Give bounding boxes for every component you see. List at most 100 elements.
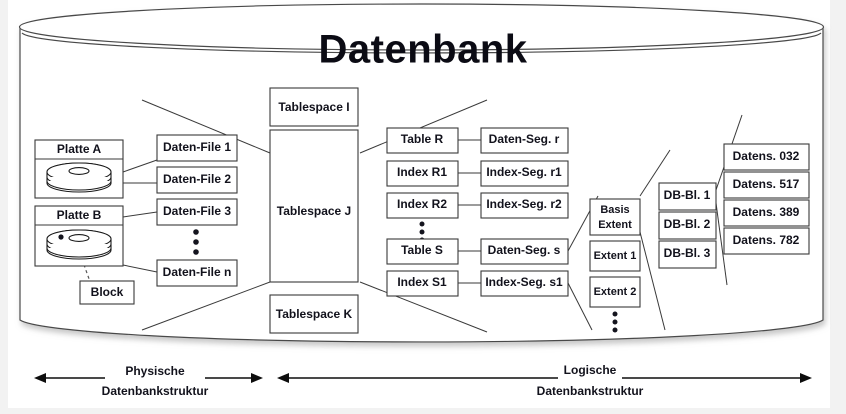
connector-funnel-top-right: [359, 99, 488, 154]
index-r2-frame: [386, 192, 459, 219]
connector-extent-dbbl-bottom: [639, 231, 666, 331]
table-s-frame: [386, 238, 459, 265]
logical-object-item[interactable]: Table R: [386, 127, 459, 154]
axis-logical: Logische Datenbankstruktur: [277, 363, 812, 398]
axis-physical: Physische Datenbankstruktur: [34, 364, 263, 398]
data-file-item[interactable]: Daten-File n: [156, 259, 238, 287]
table-r-label: Table R: [401, 132, 444, 146]
daten-file-2-label: Daten-File 2: [163, 172, 231, 186]
extent-2-label: Extent 2: [594, 286, 637, 298]
db-block-item[interactable]: DB-Bl. 1: [658, 182, 717, 211]
datens-782-label: Datens. 782: [733, 233, 800, 247]
daten-seg-s-label: Daten-Seg. s: [488, 243, 561, 257]
axis-logical-arrow-left: [277, 373, 289, 383]
disk-stack-icon: [46, 229, 112, 260]
db-bl-3-label: DB-Bl. 3: [664, 246, 711, 260]
logical-object-item[interactable]: Index R2: [386, 192, 459, 219]
data-file-item[interactable]: Daten-File 1: [156, 134, 238, 162]
daten-file-1-frame: [156, 134, 238, 162]
axis-physical-label-line2: Datenbankstruktur: [102, 384, 209, 398]
axis-physical-arrow-left: [34, 373, 46, 383]
record-item[interactable]: Datens. 782: [723, 227, 810, 255]
tablespace-item[interactable]: Tablespace K: [269, 294, 359, 334]
extent-item[interactable]: Basis Extent: [589, 198, 641, 236]
logical-object-item[interactable]: Index R1: [386, 160, 459, 187]
segment-item[interactable]: Daten-Seg. r: [480, 127, 569, 154]
tablespace-k-label: Tablespace K: [276, 307, 353, 321]
segment-item[interactable]: Index-Seg. r2: [480, 192, 569, 219]
datens-782-frame: [723, 227, 810, 255]
data-file-item[interactable]: Daten-File 2: [156, 166, 238, 194]
record-item[interactable]: Datens. 517: [723, 171, 810, 199]
cylinder-top-ellipse: [18, 3, 825, 51]
segment-item[interactable]: Daten-Seg. s: [480, 238, 569, 265]
record-item[interactable]: Datens. 032: [723, 143, 810, 171]
extent-1-label: Extent 1: [594, 250, 637, 262]
data-file-vertical-ellipsis-icon: [193, 229, 199, 255]
connector-platte-b-file3: [122, 211, 158, 218]
block-marker-dot: [58, 234, 64, 240]
disk-platte-a[interactable]: Platte A: [34, 139, 124, 199]
segment-item[interactable]: Index-Seg. r1: [480, 160, 569, 187]
connector-segment-extent-bottom: [567, 282, 593, 331]
tablespace-list: Tablespace I Tablespace J Tablespace K: [269, 87, 359, 334]
logical-object-list: Table R Index R1 Index R2 Table: [386, 127, 459, 297]
daten-file-3-label: Daten-File 3: [163, 204, 231, 218]
cylinder-top-inner-arc: [21, 32, 822, 54]
daten-seg-r-frame: [480, 127, 569, 154]
axis-logical-label-line1: Logische: [564, 363, 617, 377]
db-block-item[interactable]: DB-Bl. 3: [658, 240, 717, 269]
extent-vertical-ellipsis-icon: [612, 311, 618, 333]
table-r-frame: [386, 127, 459, 154]
disk-stack-icon: [46, 162, 112, 193]
tablespace-item[interactable]: Tablespace J: [269, 129, 359, 283]
extent-1-frame: [589, 240, 641, 272]
db-block-item[interactable]: DB-Bl. 2: [658, 211, 717, 240]
datens-517-label: Datens. 517: [733, 177, 800, 191]
connector-funnel-bottom-left: [141, 281, 271, 331]
index-seg-s1-frame: [480, 270, 569, 297]
db-bl-2-label: DB-Bl. 2: [664, 217, 711, 231]
tablespace-item[interactable]: Tablespace I: [269, 87, 359, 127]
axis-logical-label-line2: Datenbankstruktur: [537, 384, 644, 398]
segment-item[interactable]: Index-Seg. s1: [480, 270, 569, 297]
extent-list: Basis Extent Extent 1 Extent 2: [589, 198, 641, 333]
db-block-list: DB-Bl. 1 DB-Bl. 2 DB-Bl. 3: [658, 182, 717, 269]
connector-extent-dbbl-top: [639, 149, 671, 197]
extent-item[interactable]: Extent 2: [589, 276, 641, 308]
daten-file-3-frame: [156, 198, 238, 226]
logical-object-item[interactable]: Table S: [386, 238, 459, 265]
index-r1-frame: [386, 160, 459, 187]
basis-extent-frame: [589, 198, 641, 236]
datens-517-frame: [723, 171, 810, 199]
daten-seg-s-frame: [480, 238, 569, 265]
datens-032-frame: [723, 143, 810, 171]
extent-item[interactable]: Extent 1: [589, 240, 641, 272]
connector-platte-a-file1: [122, 159, 158, 173]
segment-list: Daten-Seg. r Index-Seg. r1 Index-Seg. r2…: [480, 127, 569, 297]
tablespace-j-frame: [269, 129, 359, 283]
tablespace-j-label: Tablespace J: [277, 204, 351, 218]
record-item[interactable]: Datens. 389: [723, 199, 810, 227]
connector-funnel-bottom-right: [359, 281, 488, 333]
page-title: Datenbank: [319, 28, 528, 72]
index-seg-s1-label: Index-Seg. s1: [485, 275, 563, 289]
block-frame: [79, 280, 135, 305]
connector-funnel-top-left: [141, 99, 271, 154]
logical-object-item[interactable]: Index S1: [386, 270, 459, 297]
axis-physical-arrow-right: [251, 373, 263, 383]
data-file-item[interactable]: Daten-File 3: [156, 198, 238, 226]
connector-dbbl-record-bottom: [715, 202, 728, 286]
table-s-label: Table S: [401, 243, 443, 257]
data-file-list: Daten-File 1 Daten-File 2 Daten-File 3: [156, 134, 238, 287]
block-label: Block: [91, 285, 124, 299]
block-box[interactable]: Block: [79, 280, 135, 305]
datens-389-frame: [723, 199, 810, 227]
datens-032-label: Datens. 032: [733, 149, 800, 163]
index-s1-label: Index S1: [397, 275, 447, 289]
disk-platte-b[interactable]: Platte B: [34, 205, 124, 267]
connector-platte-b-filen: [122, 264, 158, 273]
tablespace-i-label: Tablespace I: [278, 100, 349, 114]
datens-389-label: Datens. 389: [733, 205, 800, 219]
